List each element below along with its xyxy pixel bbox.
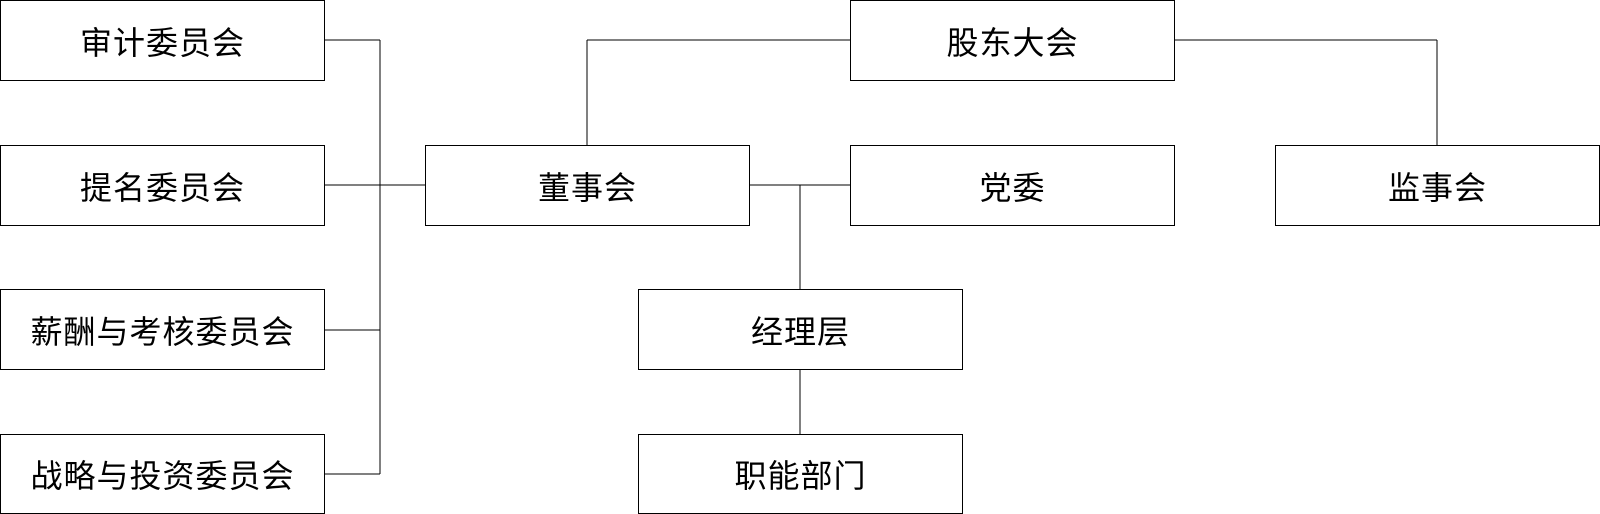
node-functional-departments: 职能部门 (638, 434, 963, 514)
node-nomination-committee: 提名委员会 (0, 145, 325, 226)
node-label: 战略与投资委员会 (30, 457, 295, 495)
node-label: 董事会 (537, 168, 637, 207)
node-label: 薪酬与考核委员会 (30, 312, 295, 351)
node-label: 经理层 (750, 312, 850, 351)
node-board-of-directors: 董事会 (425, 145, 750, 226)
node-label: 提名委员会 (79, 168, 245, 207)
node-compensation-committee: 薪酬与考核委员会 (0, 289, 325, 370)
node-supervisory-board: 监事会 (1275, 145, 1600, 226)
node-strategy-committee: 战略与投资委员会 (0, 434, 325, 514)
node-label: 党委 (979, 168, 1046, 207)
node-management: 经理层 (638, 289, 963, 370)
node-label: 监事会 (1387, 168, 1487, 207)
node-label: 职能部门 (734, 457, 867, 495)
node-shareholders-meeting: 股东大会 (850, 0, 1175, 81)
node-party-committee: 党委 (850, 145, 1175, 226)
node-audit-committee: 审计委员会 (0, 0, 325, 81)
node-label: 股东大会 (946, 23, 1079, 62)
node-label: 审计委员会 (79, 23, 245, 62)
